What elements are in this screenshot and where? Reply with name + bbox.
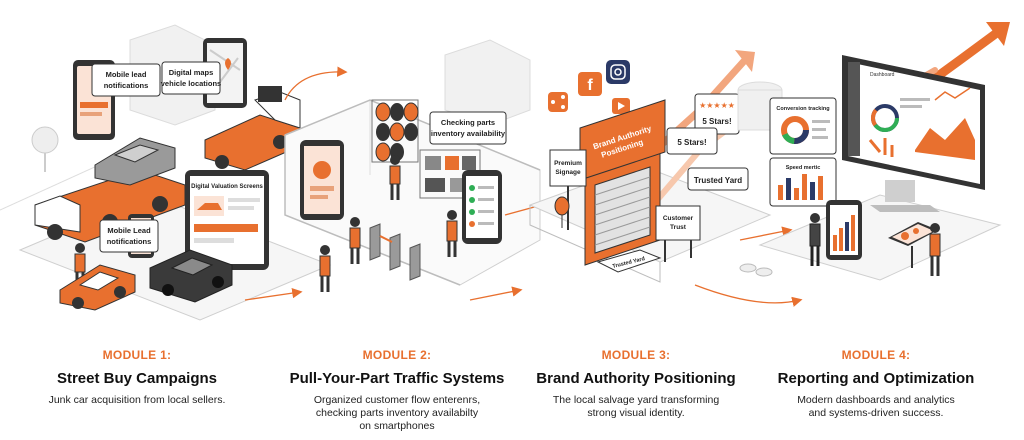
background-building-2 [444, 39, 531, 126]
module-4-desc: Modern dashboards and analytics and syst… [756, 394, 996, 420]
bubble-mobile-lead-bottom-line1: Mobile Lead [107, 226, 151, 235]
sign-customer-trust: Customer Trust [655, 205, 701, 262]
flow-arrows-3 [694, 226, 803, 307]
module-4-title: Reporting and Optimization [777, 370, 975, 387]
person-customer-3 [446, 210, 458, 257]
sign-trust-line1: Customer [663, 215, 694, 222]
instagram-icon [606, 60, 630, 84]
svg-text:★★★★★: ★★★★★ [699, 101, 735, 110]
scene-reporting: Dashboard Conversion tracking Speed mert… [739, 22, 1010, 281]
dashboard-title: Dashboard [870, 72, 895, 78]
share-icon [548, 92, 568, 112]
tablet-valuation-title: Digital Valuation Screens [191, 184, 263, 190]
car-junk-gray [94, 137, 176, 186]
bubble-5stars-text: 5 Stars! [702, 117, 731, 126]
bubble-trusted-yard: Trusted Yard [687, 167, 749, 191]
flow-arrows-1 [244, 66, 348, 301]
bubble-mobile-lead-bottom-line2: notifications [107, 237, 152, 246]
scene-brand-authority: f Brand Authority Positioning Premium Si… [528, 50, 783, 283]
module-2-desc-line: Organized customer flow enterenrs, [313, 394, 481, 406]
person-worker [389, 155, 401, 200]
module-1-desc-line: Junk car acquisition from local sellers. [48, 394, 226, 406]
module-3-desc-line: The local salvage yard transforming [552, 394, 720, 406]
bubble-checking-inventory: Checking parts inventory availability [429, 111, 507, 145]
person-analyst-2 [929, 223, 941, 276]
person-customer-2 [319, 245, 331, 292]
tablet-analytics [826, 200, 862, 260]
scene-pull-your-part: Checking parts inventory availability [284, 39, 541, 292]
bubble-mobile-lead-bottom: Mobile Lead notifications [99, 219, 159, 253]
youtube-icon [612, 98, 630, 114]
sign-trust-line2: Trust [670, 224, 687, 231]
bubble-5stars-2-text: 5 Stars! [677, 138, 706, 147]
scene-street-buy: Mobile lead notifications Digital maps v… [0, 24, 332, 321]
module-3-desc: The local salvage yard transforming stro… [516, 394, 756, 420]
bubble-digital-maps: Digital maps vehicle locations [161, 61, 221, 95]
sign-premium-line2: Signage [555, 169, 581, 176]
car-dark [149, 249, 233, 303]
map-pin-icon [225, 58, 231, 70]
card-conversion-title: Conversion tracking [776, 106, 829, 112]
tree [31, 126, 59, 172]
phone-profile-screen [300, 140, 344, 220]
module-2: MODULE 2: Pull-Your-Part Traffic Systems… [277, 348, 517, 433]
balloon [554, 196, 570, 228]
module-2-title: Pull-Your-Part Traffic Systems [289, 370, 505, 387]
sign-premium-line1: Premium [554, 160, 582, 167]
module-4-desc-line: and systems-driven success. [808, 407, 944, 419]
dashboard-monitor: Dashboard [842, 55, 985, 212]
bubble-mobile-lead-top-line1: Mobile lead [106, 70, 147, 79]
tow-truck-top [204, 86, 301, 171]
module-1-number: MODULE 1: [102, 348, 172, 362]
car-orange [59, 264, 136, 311]
star-icon: ★★★★★ [699, 101, 735, 110]
module-3-desc-line: strong visual identity. [587, 407, 685, 419]
svg-text:f: f [587, 77, 593, 94]
bubble-checking-line2: inventory availability [431, 129, 506, 138]
module-4-desc-line: Modern dashboards and analytics [797, 394, 955, 406]
module-1: MODULE 1: Street Buy Campaigns Junk car … [17, 348, 257, 407]
bubble-digital-maps-line1: Digital maps [169, 68, 214, 77]
module-4-number: MODULE 4: [841, 348, 911, 362]
bubble-mobile-lead-top: Mobile lead notifications [91, 63, 161, 97]
card-speed-metric: Speed mertic [769, 157, 837, 207]
facebook-icon: f [578, 72, 602, 96]
tow-truck-bottom [34, 169, 186, 243]
module-1-desc: Junk car acquisition from local sellers. [17, 394, 257, 407]
kiosk-tablet [888, 222, 938, 268]
module-4: MODULE 4: Reporting and Optimization Mod… [756, 348, 996, 420]
person-analyst-1 [809, 213, 821, 266]
illustration: Mobile lead notifications Digital maps v… [0, 22, 1010, 321]
parts-shelf [419, 149, 481, 199]
module-1-title: Street Buy Campaigns [56, 370, 218, 387]
bubble-trusted-text: Trusted Yard [694, 176, 742, 185]
sign-premium-signage: Premium Signage [549, 149, 587, 230]
person-customer-1 [349, 217, 361, 264]
bubble-5-stars-mid: 5 Stars! [666, 127, 718, 155]
tire-rack [371, 99, 419, 163]
turnstiles [369, 223, 421, 281]
module-3-title: Brand Authority Positioning [536, 370, 736, 387]
module-2-desc-line: on smartphones [359, 420, 435, 432]
module-2-desc-line: checking parts inventory availabilty [315, 407, 479, 419]
bubble-checking-line1: Checking parts [441, 118, 495, 127]
bubble-digital-maps-line2: vehicle locations [161, 79, 221, 88]
module-2-number: MODULE 2: [362, 348, 432, 362]
module-3: MODULE 3: Brand Authority Positioning Th… [516, 348, 756, 420]
data-cylinders [739, 263, 773, 277]
module-2-desc: Organized customer flow enterenrs, check… [277, 394, 517, 433]
tablet-valuation: Digital Valuation Screens [185, 170, 269, 270]
bubble-mobile-lead-top-line2: notifications [104, 81, 149, 90]
card-speed-title: Speed mertic [786, 165, 821, 171]
phone-inventory-screen [462, 170, 502, 244]
module-3-number: MODULE 3: [601, 348, 671, 362]
card-conversion-tracking: Conversion tracking [769, 97, 837, 155]
